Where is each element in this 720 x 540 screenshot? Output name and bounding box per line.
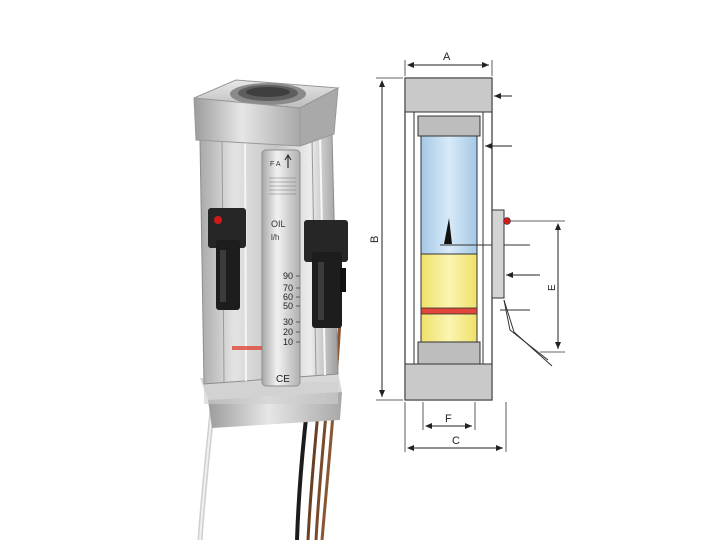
scale-label: 90 bbox=[283, 271, 293, 281]
flowmeter-photo: F A OIL l/h 90 70 60 50 30 20 10 bbox=[193, 79, 348, 540]
fluid-label: OIL bbox=[271, 219, 286, 229]
drawing-led-icon bbox=[503, 217, 511, 225]
dimension-c-label: C bbox=[452, 435, 460, 447]
dimension-f-label: F bbox=[445, 413, 452, 425]
technical-drawing: E A B F C bbox=[369, 51, 565, 452]
scale-label: 60 bbox=[283, 292, 293, 302]
drawing-float bbox=[420, 253, 478, 343]
right-sensor bbox=[304, 220, 348, 328]
left-sensor bbox=[208, 208, 246, 310]
measuring-tube: F A OIL l/h 90 70 60 50 30 20 10 bbox=[232, 149, 301, 387]
float-band bbox=[232, 346, 262, 350]
drawing-bottom-block bbox=[404, 363, 493, 401]
led-indicator-icon bbox=[214, 216, 222, 224]
unit-label: l/h bbox=[271, 233, 279, 242]
scale-label: 20 bbox=[283, 327, 293, 337]
top-block bbox=[193, 79, 340, 147]
ce-mark: CE bbox=[276, 374, 290, 385]
dimension-b-label: B bbox=[369, 236, 381, 243]
dimension-a-label: A bbox=[443, 51, 451, 63]
dimension-e-label: E bbox=[547, 284, 558, 291]
scale-label: 10 bbox=[283, 337, 293, 347]
scale-labels: 90 70 60 50 30 20 10 bbox=[283, 271, 293, 347]
drawing-switch bbox=[491, 209, 553, 367]
drawing-top-block bbox=[404, 77, 493, 113]
drawing-pointer bbox=[444, 218, 452, 244]
drawing-red-band bbox=[420, 307, 478, 315]
cap-label: F A bbox=[270, 161, 281, 168]
scale-label: 30 bbox=[283, 317, 293, 327]
scale-label: 50 bbox=[283, 301, 293, 311]
scale-label: 70 bbox=[283, 283, 293, 293]
